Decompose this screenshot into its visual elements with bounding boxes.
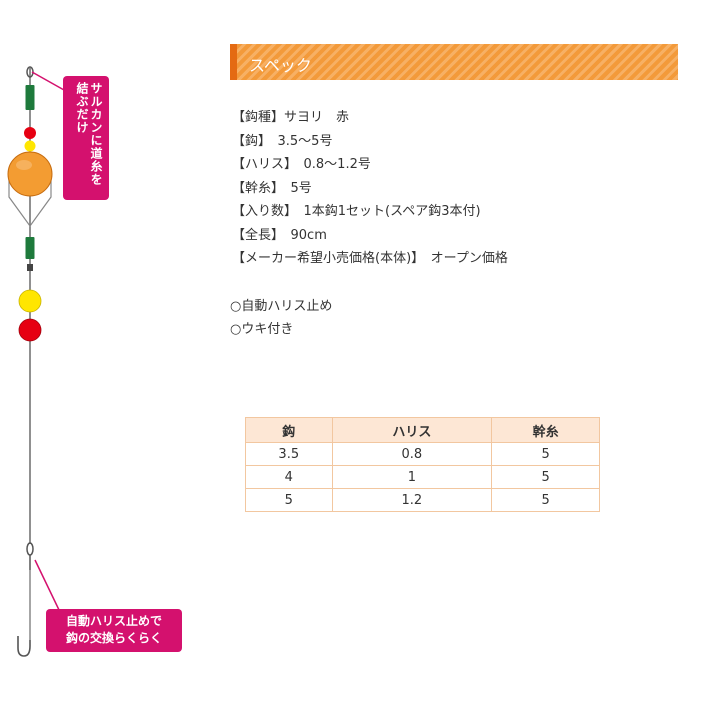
table-row: 5 1.2 5 [245, 488, 600, 512]
feature-float: ○ウキ付き [230, 322, 294, 337]
callout-swivel: サルカンに道糸を結ぶだけ [63, 76, 109, 200]
rig-diagram [7, 66, 65, 657]
spec-item-quantity: 【入り数】 1本鈎1セット(スペア鈎3本付) [232, 204, 481, 219]
small-yellow-bead [24, 140, 36, 152]
spec-header: スペック [230, 44, 678, 80]
table-cell: 1 [331, 465, 493, 489]
callout-auto-stopper-line1: 自動ハリス止めで [65, 614, 162, 628]
spec-item-length: 【全長】 90cm [232, 227, 327, 243]
table-cell: 5 [245, 488, 333, 512]
table-row: 4 1 5 [245, 465, 600, 489]
orange-float [7, 151, 53, 197]
hook [17, 636, 31, 657]
spec-list: 【鈎種】サヨリ 赤 【鈎】 3.5～5号 【ハリス】 0.8～1.2号 【幹糸】… [232, 106, 508, 271]
spec-item-hook-size: 【鈎】 3.5～5号 [232, 133, 333, 149]
callout-swivel-text: サルカンに道糸を結ぶだけ [75, 82, 103, 186]
table-row: 3.5 0.8 5 [245, 442, 600, 466]
float-highlight [16, 160, 32, 170]
table-header-mainline: 幹糸 [491, 417, 600, 443]
table-cell: 4 [245, 465, 333, 489]
table-cell: 5 [491, 442, 600, 466]
small-red-bead [24, 127, 36, 139]
table-header-row: 鈎 ハリス 幹糸 [245, 417, 600, 443]
table-header-harisu: ハリス [331, 417, 493, 443]
callout-pointer-top [31, 71, 65, 91]
callout-auto-stopper-line2: 鈎の交換らくらく [65, 631, 162, 645]
table-cell: 1.2 [331, 488, 493, 512]
table-header-hook: 鈎 [245, 417, 333, 443]
spec-header-title: スペック [249, 56, 312, 75]
red-bead [18, 318, 42, 342]
spec-item-harisu: 【ハリス】 0.8～1.2号 [232, 157, 371, 172]
top-swivel [25, 85, 35, 110]
table-cell: 0.8 [331, 442, 493, 466]
spec-item-hook-type: 【鈎種】サヨリ 赤 [232, 110, 350, 125]
size-table: 鈎 ハリス 幹糸 3.5 0.8 5 4 1 5 5 1.2 5 [245, 417, 600, 512]
table-cell: 5 [491, 488, 600, 512]
stopper [27, 264, 33, 271]
yellow-bead [18, 289, 42, 313]
feature-auto-stopper: ○自動ハリス止め [230, 299, 333, 314]
callout-pointer-bottom [34, 559, 61, 613]
spec-item-price: 【メーカー希望小売価格(本体)】 オープン価格 [232, 251, 508, 266]
table-cell: 3.5 [245, 442, 333, 466]
table-cell: 5 [491, 465, 600, 489]
feature-list: ○自動ハリス止め ○ウキ付き [230, 295, 332, 341]
spec-item-mainline: 【幹糸】 5号 [232, 180, 312, 196]
bottom-swivel [26, 542, 34, 556]
lower-swivel [25, 237, 35, 259]
callout-auto-stopper: 自動ハリス止めで 鈎の交換らくらく [46, 609, 182, 652]
